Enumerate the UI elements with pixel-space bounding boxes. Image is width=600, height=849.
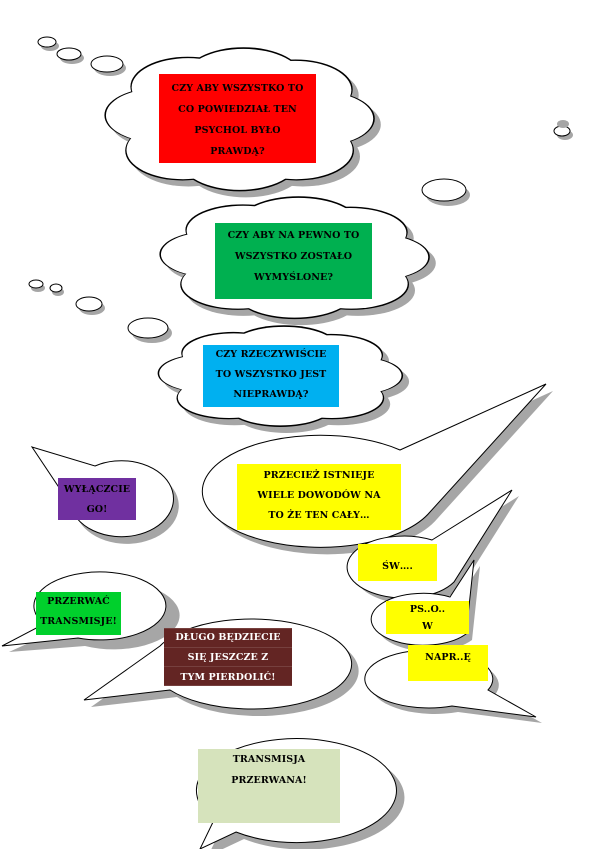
speech-box-yellow-main: PRZECIEŻ ISTNIEJE WIELE DOWODÓW NA TO ŻE…	[237, 464, 401, 530]
speech-box-napre: NAPR..Ę	[408, 645, 488, 681]
speech-box-sw: ŚW….	[358, 544, 437, 581]
thought-trail-top	[37, 36, 126, 76]
speech-box-ps: PS..O.. W	[386, 601, 469, 634]
speech-box-purple: WYŁĄCZCIE GO!	[58, 478, 136, 520]
thought-box-green: CZY ABY NA PEWNO TO WSZYSTKO ZOSTAŁO WYM…	[215, 223, 372, 299]
thought-trail-left	[28, 279, 172, 343]
thought-trail-mid	[421, 178, 470, 206]
speech-box-dlugo: DŁUGO BĘDZIECIE SIĘ JESZCZE Z TYM PIERDO…	[164, 628, 292, 686]
thought-box-red: CZY ABY WSZYSTKO TO CO POWIEDZIAŁ TEN PS…	[159, 74, 316, 163]
speech-box-transmisja: TRANSMISJA PRZERWANA!	[198, 749, 340, 823]
thought-box-cyan: CZY RZECZYWIŚCIE TO WSZYSTKO JEST NIEPRA…	[203, 345, 339, 407]
speech-box-przerwac: PRZERWAĆ TRANSMISJE!	[36, 592, 121, 635]
thought-trail-right	[553, 120, 573, 140]
